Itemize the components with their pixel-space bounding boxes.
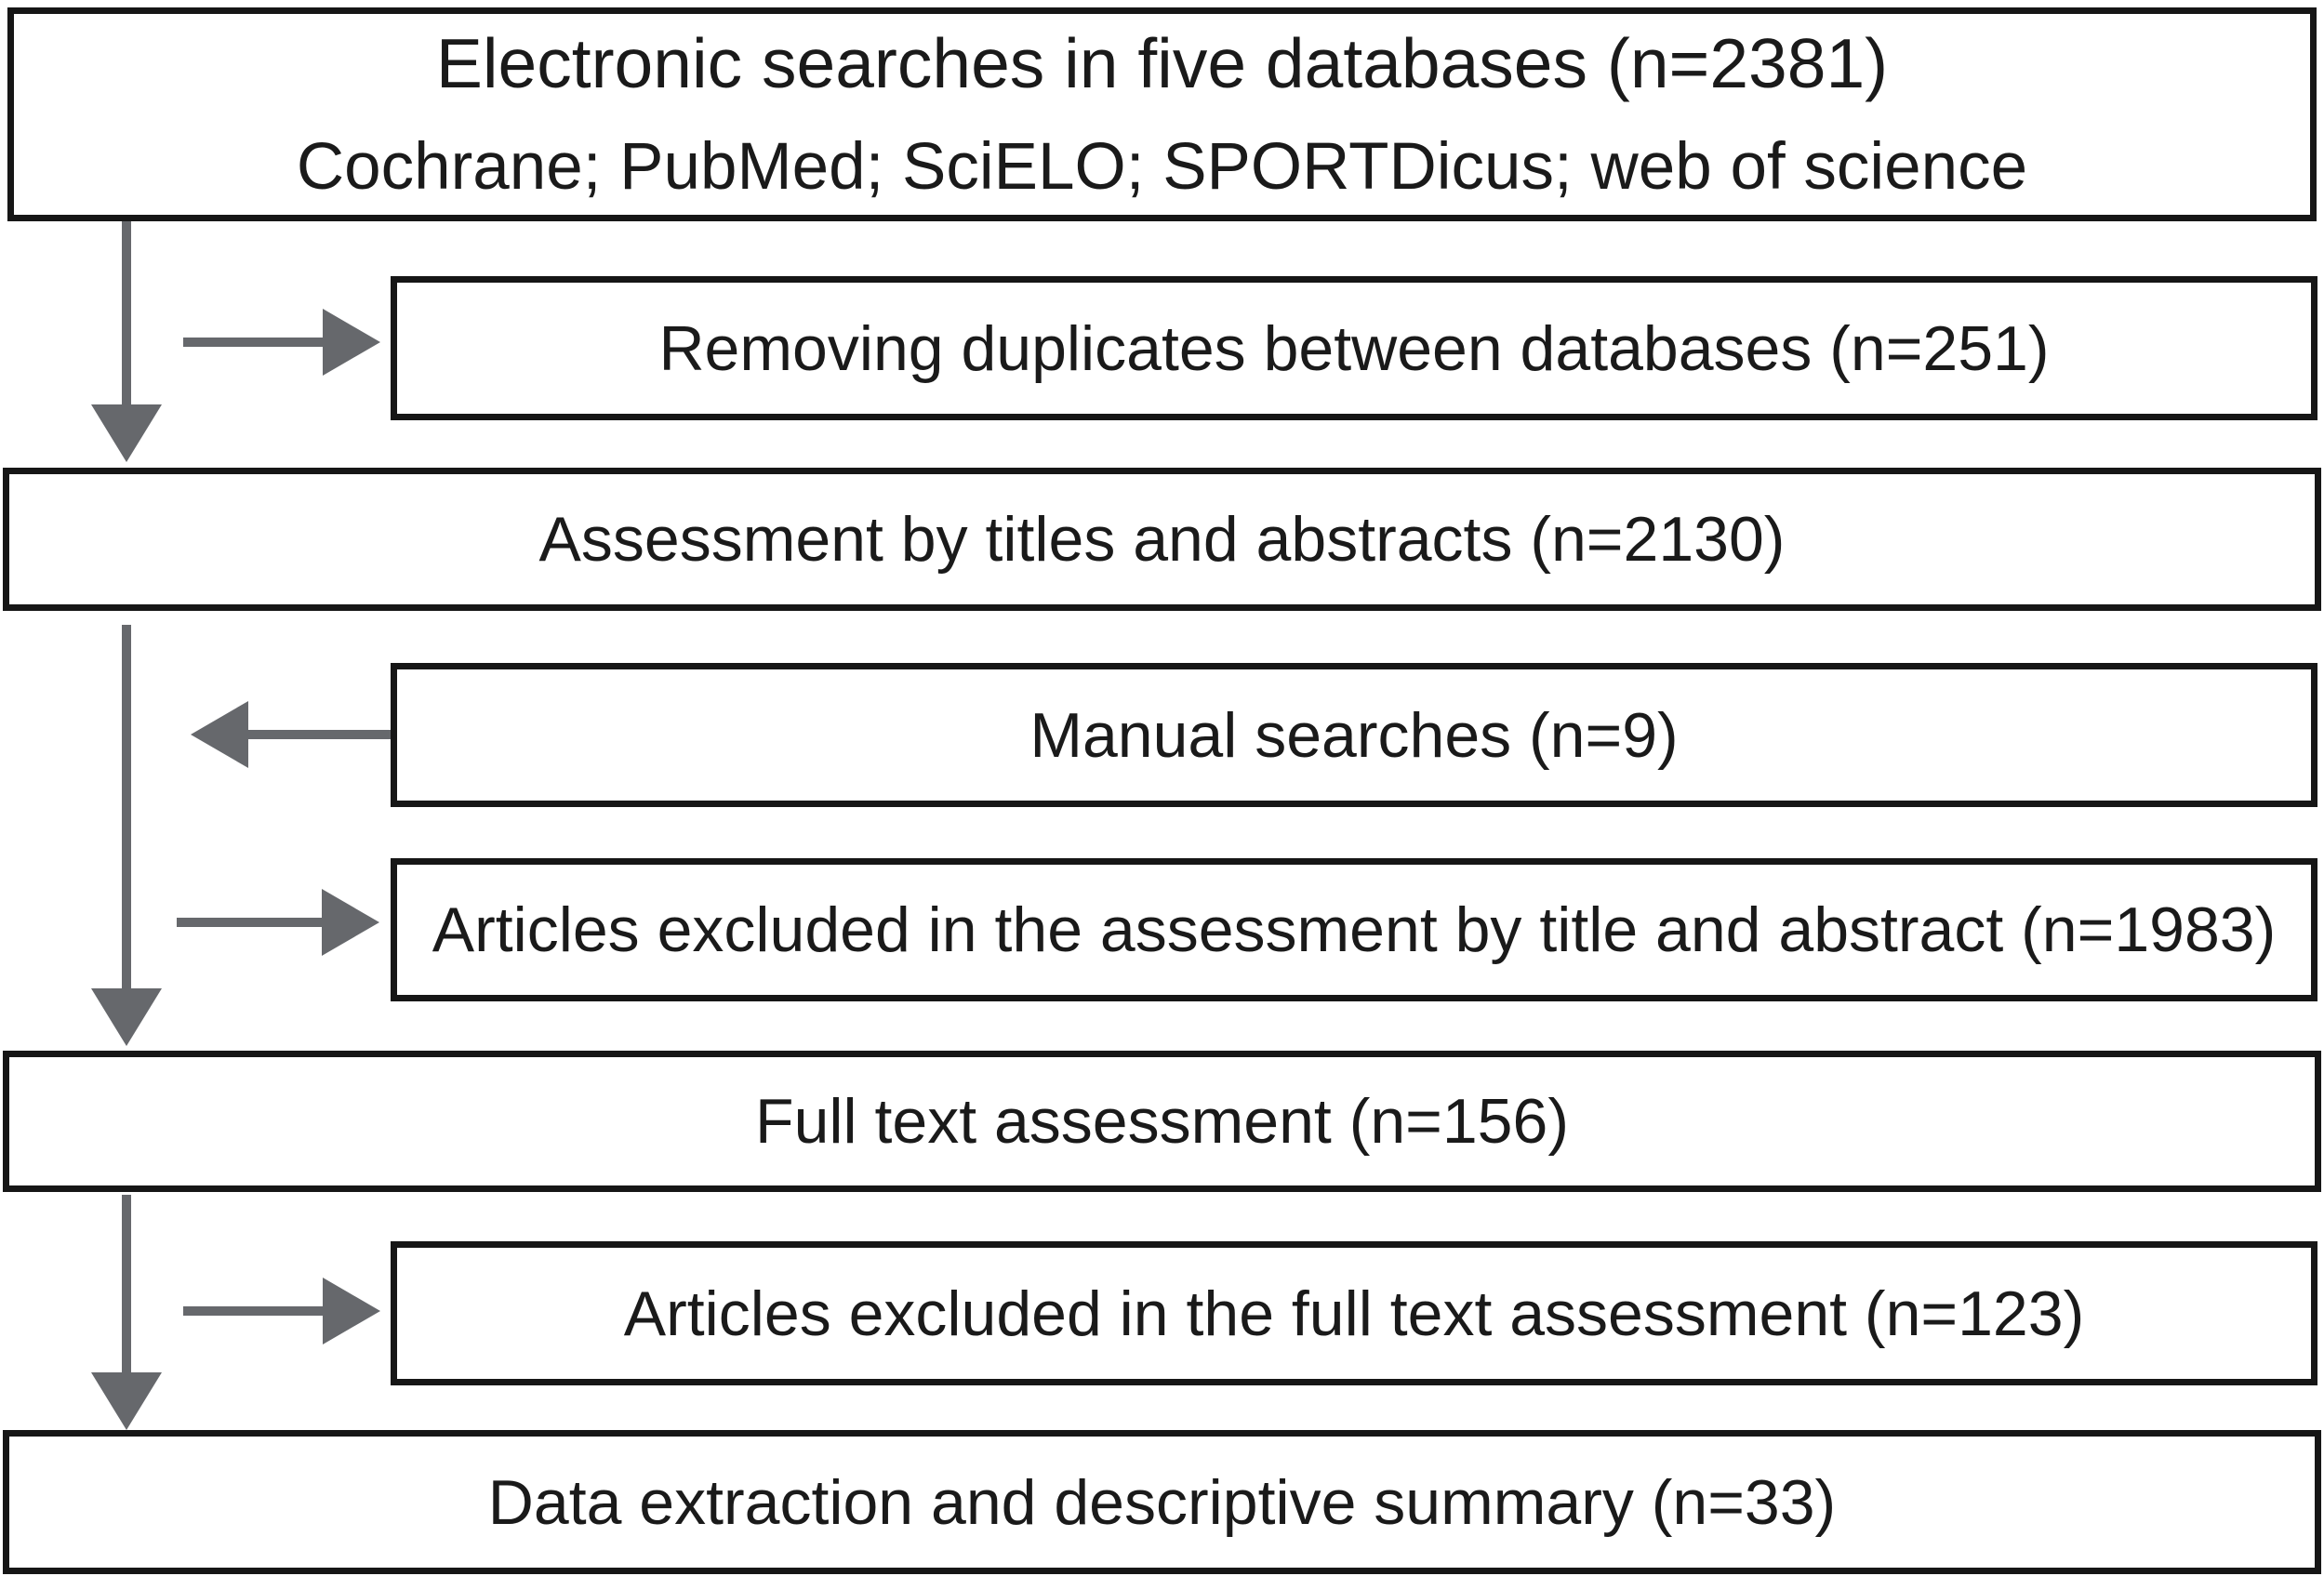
flow-arrow-down-3-head-icon	[91, 1372, 162, 1430]
box-manual-searches: Manual searches (n=9)	[391, 663, 2317, 807]
branch-arrow-manual-searches-shaft	[245, 730, 391, 739]
box-excluded-full-text: Articles excluded in the full text asses…	[391, 1241, 2317, 1385]
box-data-extraction: Data extraction and descriptive summary …	[3, 1430, 2321, 1574]
branch-arrow-excluded-title-abstract-shaft	[177, 918, 324, 927]
flow-arrow-down-2-head-icon	[91, 988, 162, 1046]
box-removing-duplicates: Removing duplicates between databases (n…	[391, 276, 2317, 420]
box-excluded-title-abstract: Articles excluded in the assessment by t…	[391, 858, 2317, 1001]
box-assessment-titles-abstracts: Assessment by titles and abstracts (n=21…	[3, 468, 2321, 611]
box-full-text-assessment: Full text assessment (n=156)	[3, 1051, 2321, 1192]
box-excluded-title-abstract-label: Articles excluded in the assessment by t…	[432, 894, 2277, 965]
box-full-text-assessment-label: Full text assessment (n=156)	[755, 1086, 1569, 1157]
branch-arrow-manual-searches-head-icon	[191, 701, 248, 768]
box-assessment-titles-abstracts-label: Assessment by titles and abstracts (n=21…	[538, 504, 1786, 575]
branch-arrow-excluded-title-abstract-head-icon	[322, 889, 379, 956]
box-electronic-searches-title: Electronic searches in five databases (n…	[435, 24, 1889, 102]
flow-arrow-down-3-shaft	[122, 1195, 131, 1374]
box-electronic-searches: Electronic searches in five databases (n…	[7, 7, 2317, 221]
box-electronic-searches-subtitle: Cochrane; PubMed; SciELO; SPORTDicus; we…	[296, 130, 2028, 204]
box-excluded-full-text-label: Articles excluded in the full text asses…	[623, 1278, 2085, 1349]
box-removing-duplicates-label: Removing duplicates between databases (n…	[658, 312, 2050, 384]
box-data-extraction-label: Data extraction and descriptive summary …	[487, 1466, 1837, 1538]
branch-arrow-excluded-full-text-head-icon	[323, 1278, 380, 1344]
branch-arrow-excluded-full-text-shaft	[183, 1306, 325, 1316]
flow-arrow-down-2-shaft	[122, 625, 131, 988]
branch-arrow-duplicates-head-icon	[323, 309, 380, 376]
box-manual-searches-label: Manual searches (n=9)	[1029, 699, 1679, 771]
branch-arrow-duplicates-shaft	[183, 338, 325, 347]
flow-arrow-down-1-shaft	[122, 221, 131, 404]
flow-arrow-down-1-head-icon	[91, 404, 162, 462]
